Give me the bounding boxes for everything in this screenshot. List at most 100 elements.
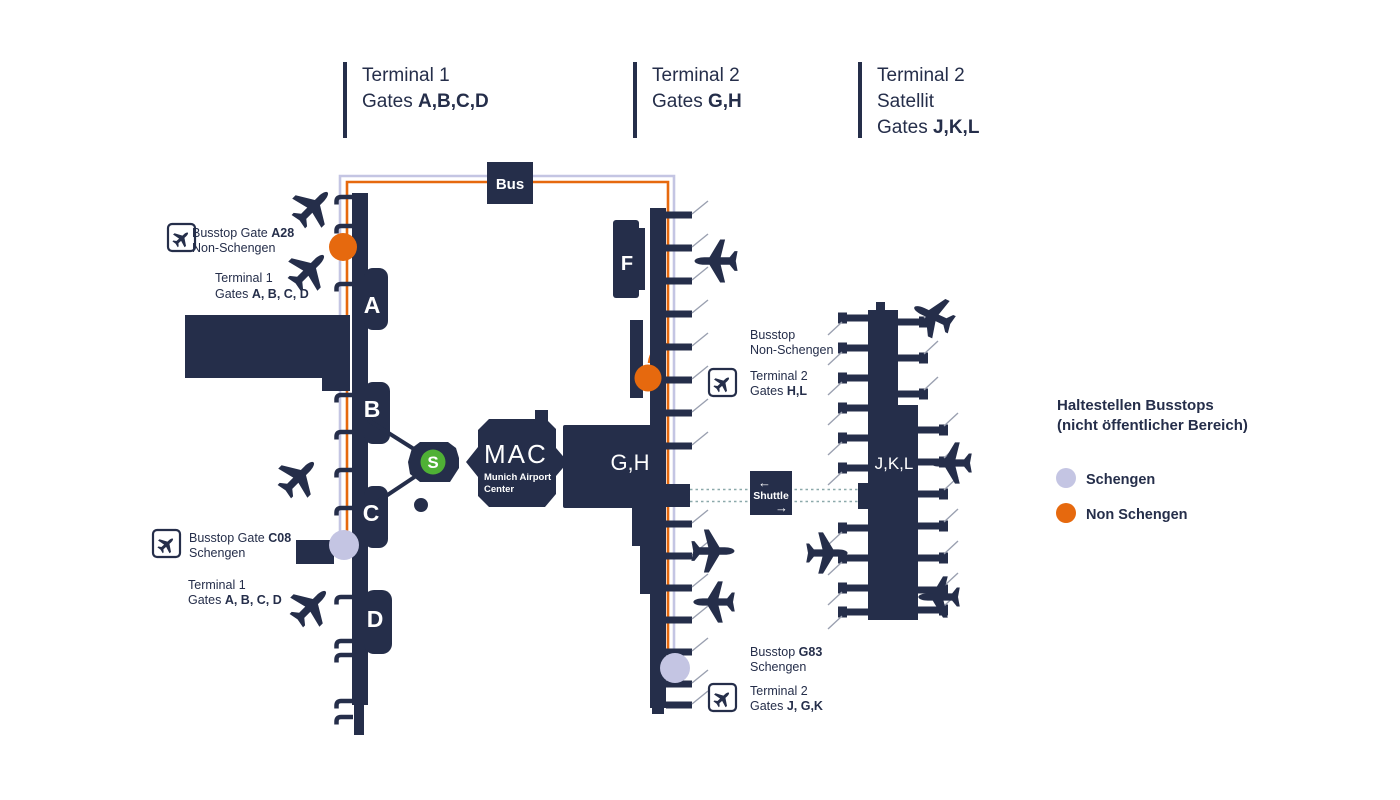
terminal1-gates-bottom-label-line2: Gates A, B, C, D (188, 593, 282, 607)
gate-stub (917, 508, 959, 533)
busstop-a28-nonschengen-marker (329, 233, 357, 261)
busstop-g83-label: Busstop G83 (750, 645, 822, 659)
sbahn-logo (420, 449, 446, 475)
airplane-icon (693, 581, 735, 623)
gate-stub (665, 509, 709, 529)
terminal1-letter-c: C (363, 500, 380, 526)
terminal1-buildings (185, 193, 392, 735)
satellite-top-tab (876, 302, 885, 312)
gate-stub (827, 341, 869, 366)
terminal2-letters-gh: G,H (610, 450, 649, 475)
gate-stub (665, 233, 709, 253)
airplane-icon (691, 529, 735, 573)
header-divider (858, 62, 862, 138)
header-terminal2-title: Terminal 2 (652, 65, 740, 86)
legend-nonschengen-label: Non Schengen (1086, 507, 1188, 523)
gate-stub (827, 431, 869, 456)
gate-stub (827, 461, 869, 486)
busstop-c08-schengen-marker (329, 530, 359, 560)
gate-stub (665, 398, 709, 418)
header-terminal1-gates: Gates A,B,C,D (362, 91, 489, 112)
legend-schengen-marker (1056, 468, 1076, 488)
terminal1-gates-top-label: Terminal 1 (215, 271, 273, 285)
header-satellite-subtitle: Satellit (877, 91, 935, 112)
gate-stub (665, 365, 709, 385)
busstop-markers (329, 233, 690, 683)
legend: Haltestellen Busstops (nicht öffentliche… (1056, 397, 1248, 523)
legend-nonschengen-marker (1056, 503, 1076, 523)
airplane-icon (905, 288, 961, 344)
terminal2-jgk-label-line2: Gates J, G,K (750, 699, 823, 713)
gate-hook (337, 597, 354, 605)
terminal2-gates (665, 200, 709, 710)
gate-hook (337, 717, 354, 725)
departure-icons (151, 222, 738, 713)
gate-stub (665, 690, 709, 710)
mac-building: MAC Munich Airport Center (466, 410, 568, 507)
header-satellite-gates: Gates J,K,L (877, 117, 980, 138)
terminal1-letter-b: B (364, 396, 381, 422)
satellite-building (858, 302, 918, 620)
gate-stub (665, 431, 709, 451)
gate-stub (827, 401, 869, 426)
header-divider (343, 62, 347, 138)
terminal2-gh-block (563, 425, 666, 508)
satellite-letters-jkl: J,K,L (875, 454, 914, 473)
gate-hook (337, 655, 354, 663)
terminal2-hl-label: Terminal 2 (750, 369, 808, 383)
bus-stop-sign: Bus (487, 162, 533, 204)
departures-icon (151, 528, 182, 559)
shuttle-sign: ← Shuttle → (750, 471, 792, 515)
header-terminal1-title: Terminal 1 (362, 65, 450, 86)
terminal1-main-block (185, 315, 350, 378)
busstop-c08-label: Busstop Gate C08 (189, 531, 291, 545)
gate-stub (917, 476, 959, 501)
busstop-t2-nonschengen-label: Busstop (750, 328, 795, 342)
shuttle-arrow-left: ← (758, 475, 771, 490)
departures-icon (707, 682, 738, 713)
gate-stub (827, 605, 869, 630)
airplane-icon (806, 532, 848, 574)
terminal2-f-building-side (639, 228, 645, 290)
terminal1-section-c (364, 486, 388, 548)
satellite-main-strip (868, 310, 898, 620)
header-terminal2-gates: Gates G,H (652, 91, 742, 112)
station-dot (414, 498, 428, 512)
header-satellite-title: Terminal 2 (877, 65, 965, 86)
shuttle-arrow-right: → (775, 500, 788, 515)
terminal1-pier-foot (354, 705, 364, 735)
busstop-g83-schengen-marker (660, 653, 690, 683)
terminal1-section-a (364, 268, 388, 330)
departures-icon (166, 222, 197, 253)
callout-labels: Busstop Gate A28 Non-Schengen Terminal 1… (188, 226, 833, 713)
map-headers: Terminal 1 Gates A,B,C,D Terminal 2 Gate… (343, 62, 980, 138)
mac-subtitle-2: Center (484, 484, 514, 495)
sbahn-station: S (366, 418, 459, 512)
gate-stub (827, 371, 869, 396)
sbahn-letter: S (427, 453, 438, 472)
gate-hook (337, 641, 354, 649)
terminal1-section-d (364, 590, 392, 654)
airplane-icon (269, 447, 329, 507)
header-divider (633, 62, 637, 138)
terminal1-letter-a: A (364, 292, 381, 318)
satellite-wide-part (898, 405, 918, 620)
gate-stub (827, 581, 869, 606)
gate-stub (665, 573, 709, 593)
building-letters: A B C D F G,H J,K,L (363, 253, 914, 632)
terminal1-c08-stub (296, 540, 334, 564)
terminal2-gh-lower-block (632, 508, 662, 546)
legend-schengen-label: Schengen (1086, 472, 1155, 488)
terminal2-pier-foot (652, 700, 664, 714)
terminal2-jgk-label: Terminal 2 (750, 684, 808, 698)
airplane-icon (281, 576, 341, 636)
bus-label: Bus (496, 176, 524, 193)
gate-stub (665, 637, 709, 657)
gate-stub (827, 311, 869, 336)
airplane-icon (694, 239, 738, 283)
terminal2-shuttle-stub (666, 484, 690, 507)
satellite-shuttle-stub (858, 483, 868, 509)
terminal1-letter-d: D (367, 606, 384, 632)
terminal1-gates-top-label-line2: Gates A, B, C, D (215, 287, 309, 301)
